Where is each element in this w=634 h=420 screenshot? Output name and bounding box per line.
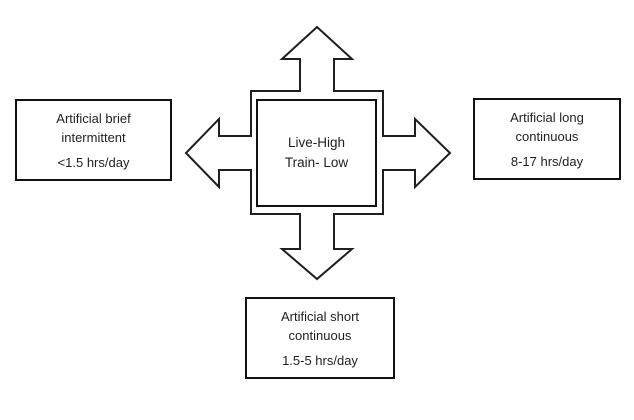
right-box-line3: 8-17 hrs/day	[510, 153, 584, 169]
left-box-line1: Artificial brief	[56, 110, 131, 126]
bottom-box-line2: continuous	[288, 327, 352, 343]
left-box-line3: <1.5 hrs/day	[57, 154, 130, 170]
right-box-line2: continuous	[515, 128, 579, 144]
center-box-line2: Train- Low	[284, 155, 349, 170]
center-box-line1: Live-High	[287, 135, 346, 150]
center-box: Live-High Train- Low	[256, 99, 377, 207]
bottom-box: Artificial short continuous 1.5-5 hrs/da…	[245, 297, 395, 379]
bottom-box-line3: 1.5-5 hrs/day	[282, 352, 358, 368]
right-box-line1: Artificial long	[510, 109, 584, 125]
bottom-box-line1: Artificial short	[280, 308, 360, 324]
right-box: Artificial long continuous 8-17 hrs/day	[473, 98, 621, 180]
left-box: Artificial brief intermittent <1.5 hrs/d…	[15, 99, 172, 181]
left-box-line2: intermittent	[61, 129, 126, 145]
